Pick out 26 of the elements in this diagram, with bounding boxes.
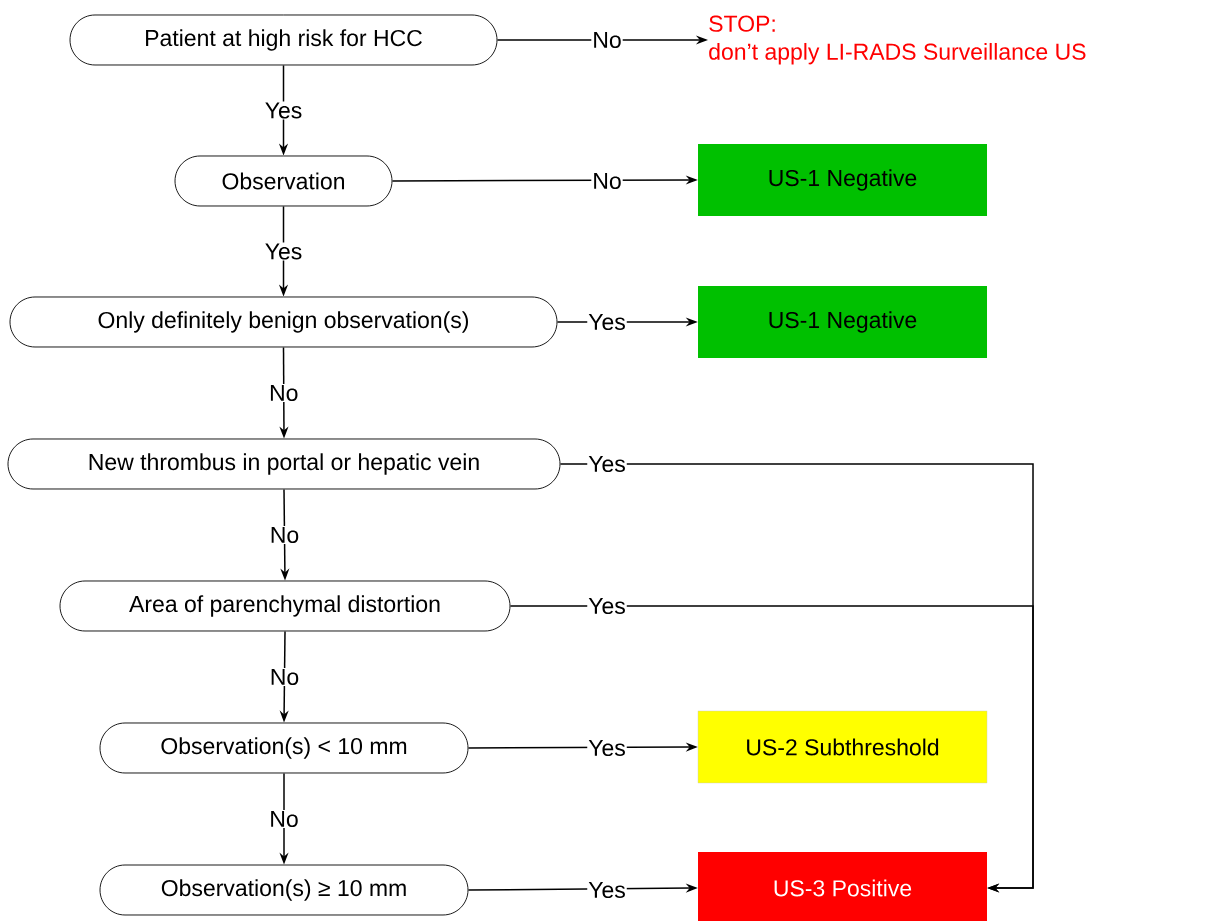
decision-box: Patient at high risk for HCC [69, 14, 498, 66]
stop-text: STOP: don’t apply LI-RADS Surveillance US [709, 15, 1086, 65]
result-box: US-3 Positive [698, 852, 987, 921]
decision-box: Area of parenchymal distortion [59, 580, 511, 632]
edge-label: Yes [587, 738, 627, 757]
decision-box: Only definitely benign observation(s) [9, 296, 558, 348]
decision-box: Observation [174, 155, 393, 207]
edge-label: No [268, 809, 300, 828]
edge-label: Yes [587, 880, 627, 899]
edge-label: No [268, 667, 301, 686]
decision-box: New thrombus in portal or hepatic vein [7, 438, 561, 490]
edge-label: Yes [263, 242, 304, 261]
result-box: US-1 Negative [698, 286, 987, 358]
decision-box: Observation(s) ≥ 10 mm [99, 864, 469, 916]
edge-label: No [591, 171, 623, 190]
edge-label: No [268, 525, 301, 544]
result-box: US-1 Negative [698, 144, 987, 216]
edge-label: No [591, 30, 623, 49]
result-box: US-2 Subthreshold [697, 710, 988, 784]
edge-label: Yes [263, 101, 304, 120]
edge-label: Yes [587, 312, 627, 331]
decision-box: Observation(s) < 10 mm [99, 722, 469, 774]
arrow [509, 605, 1034, 893]
edge-label: Yes [587, 454, 627, 473]
edge-label: Yes [587, 596, 627, 615]
edge-label: No [268, 383, 300, 402]
